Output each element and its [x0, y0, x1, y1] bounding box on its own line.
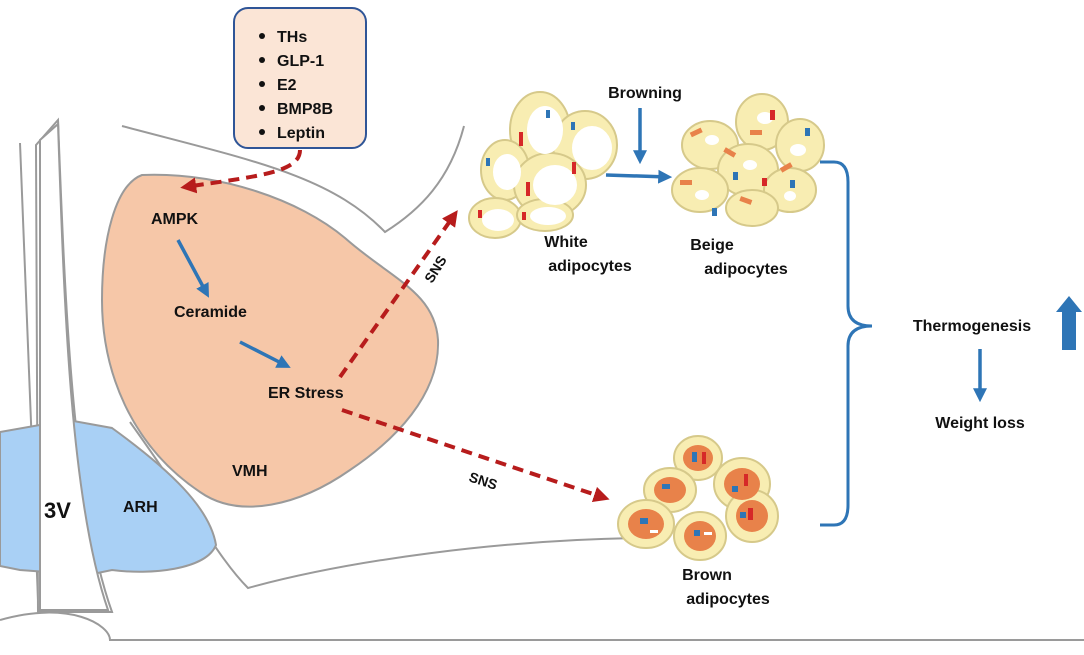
signals-box [233, 7, 367, 149]
lipid-droplet [743, 160, 757, 170]
signals-list: THs GLP-1 E2 BMP8B Leptin [259, 29, 333, 142]
outcome-bracket [820, 160, 873, 527]
beige-adipocytes-cluster [671, 93, 825, 227]
mitochondrion [770, 110, 775, 120]
lipid-droplet [530, 207, 566, 225]
lipid-droplet [482, 209, 514, 231]
white-adipocytes-label-line2: adipocytes [548, 258, 632, 275]
signal-item: THs [277, 29, 307, 46]
brown-adipocytes-label-line1: Brown [682, 567, 732, 584]
lipid-droplet [527, 106, 563, 154]
mitochondrion [762, 178, 767, 186]
lipid-droplet [784, 191, 796, 201]
mitochondrion [640, 518, 648, 524]
beige-adipocytes-label-line2: adipocytes [704, 261, 788, 278]
mitochondrion [662, 484, 670, 489]
ceramide-to-er-stress-arrow [239, 340, 291, 368]
ampk-to-ceramide-arrow [176, 239, 209, 298]
brown-adipocytes-label-line2: adipocytes [686, 591, 770, 608]
brown-nucleus [683, 445, 713, 471]
white-to-beige-arrow [605, 169, 673, 184]
lipid-droplet [695, 190, 709, 200]
weight-loss-label: Weight loss [935, 415, 1025, 432]
lipid-droplet [533, 165, 577, 205]
lipid-droplet [757, 112, 773, 124]
lipid-droplet [790, 144, 806, 156]
upper-brain-contour [121, 125, 465, 234]
beige-adipocytes-label-line1: Beige [690, 237, 734, 254]
signal-bullet [259, 81, 265, 87]
mitochondrion [740, 512, 746, 518]
mitochondrion [739, 196, 753, 205]
mitochondrion [748, 508, 753, 520]
mitochondrion [704, 532, 712, 535]
signal-item: GLP-1 [277, 53, 324, 70]
ventricle-floor-contour [0, 611, 1084, 641]
signal-item: BMP8B [277, 101, 333, 118]
mitochondrion [750, 130, 762, 135]
ceramide-label: Ceramide [174, 304, 247, 321]
white-adipocytes-cluster [468, 91, 618, 239]
lipid-droplet [705, 135, 719, 145]
third-ventricle-lumen [39, 121, 110, 611]
er-stress-to-brown-arrow [341, 408, 610, 503]
signal-bullet [259, 57, 265, 63]
mitochondrion [733, 172, 738, 180]
vmh-label: VMH [232, 463, 268, 480]
mitochondrion [712, 208, 717, 216]
mitochondrion [572, 162, 576, 174]
mitochondrion [571, 122, 575, 130]
mitochondrion [650, 530, 658, 533]
mitochondrion [694, 530, 700, 536]
er-stress-to-white-arrow [338, 210, 458, 379]
signal-bullet [259, 33, 265, 39]
mitochondrion [680, 180, 692, 185]
mitochondrion [692, 452, 697, 462]
mitochondrion [805, 128, 810, 136]
lipid-droplet [493, 154, 521, 190]
signal-item: Leptin [277, 125, 325, 142]
signal-bullet [259, 129, 265, 135]
mitochondrion [732, 486, 738, 492]
white-adipocytes-label-line1: White [544, 234, 588, 251]
mitochondrion [478, 210, 482, 218]
mitochondrion [546, 110, 550, 118]
mitochondrion [723, 147, 737, 158]
third-ventricle-label: 3V [44, 498, 71, 523]
brown-nucleus [654, 477, 686, 503]
browning-label: Browning [608, 85, 682, 102]
thermogenesis-label: Thermogenesis [913, 318, 1031, 335]
beige-cell [671, 167, 729, 213]
mitochondrion [486, 158, 490, 166]
signals-to-ampk-arrow [180, 149, 302, 194]
brown-nucleus [724, 468, 760, 500]
signal-item: E2 [277, 77, 297, 94]
mitochondrion [779, 162, 793, 173]
arh-label: ARH [123, 499, 158, 516]
mitochondrion [689, 127, 703, 138]
sns-lower-label: SNS [467, 469, 499, 493]
brown-adipocytes-cluster [617, 435, 779, 561]
beige-cell [725, 189, 779, 227]
mitochondrion [790, 180, 795, 188]
mitochondrion [519, 132, 523, 146]
mitochondrion [744, 474, 748, 486]
mitochondrion [522, 212, 526, 220]
thermogenesis-up-arrow-icon [1056, 296, 1082, 350]
lipid-droplet [572, 126, 612, 170]
signal-bullet [259, 105, 265, 111]
mitochondrion [526, 182, 530, 196]
mitochondrion [702, 452, 706, 464]
ampk-label: AMPK [151, 211, 199, 228]
er-stress-label: ER Stress [268, 385, 344, 402]
